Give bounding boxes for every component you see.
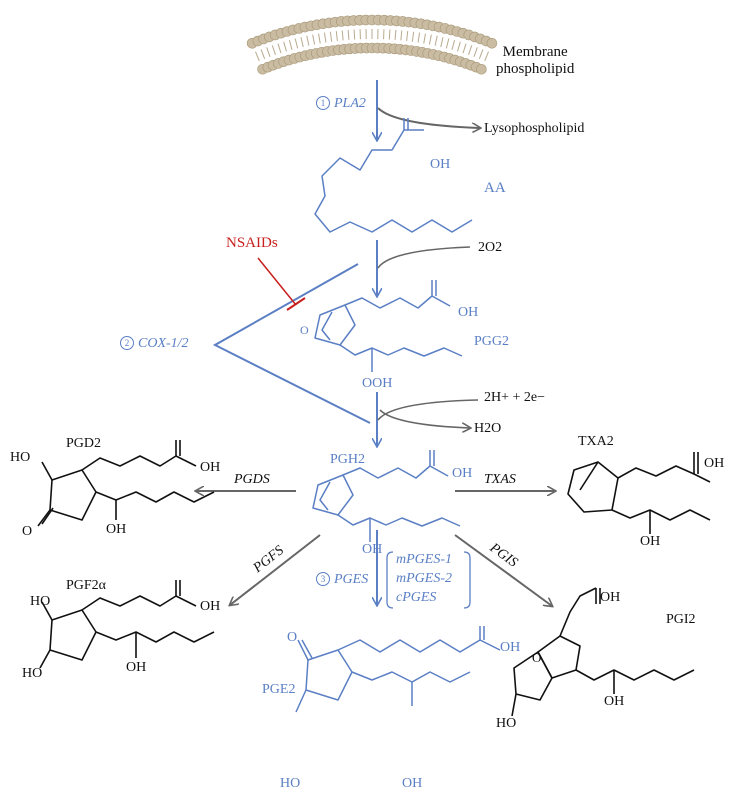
lysophospholipid-label: Lysophospholipid [484,121,584,137]
ho-pge2: HO [280,776,300,792]
txa2-structure [568,452,710,534]
isoform-mpges2: mPGES-2 [396,569,452,588]
pla2-label: PLA2 [334,96,366,111]
oh-pgi2: OH [600,590,620,606]
step-number-2: 2 [120,336,134,350]
oh-pgi2-15: OH [604,694,624,710]
oh-pgf2a: OH [200,599,220,615]
water-label: H2O [474,421,501,437]
pgds-label: PGDS [234,472,270,488]
pge2-label: PGE2 [262,682,295,698]
pgi2-label: PGI2 [666,612,696,628]
step-number-1: 1 [316,96,330,110]
oh-pgd2: OH [200,460,220,476]
electrons-label: 2H+ + 2e− [484,390,545,406]
pgd2-label: PGD2 [66,436,101,452]
ooh-pgg2: OOH [362,376,392,392]
oh-pgh2-15: OH [362,542,382,558]
aa-label: AA [484,180,506,196]
oh-txa2-15: OH [640,534,660,550]
membrane-label: Membrane phospholipid [496,44,574,78]
ho-pgd2: HO [10,450,30,466]
o2-label: 2O2 [478,240,502,256]
oh-pge2-15: OH [402,776,422,792]
pge2-structure [296,626,500,712]
nsaid-inhibit-line [258,258,296,305]
oh-pgd2-15: OH [106,522,126,538]
oh-pgg2: OH [458,305,478,321]
isoform-mpges1: mPGES-1 [396,550,452,569]
oh-txa2: OH [704,456,724,472]
isoform-bracket-right [464,552,470,608]
step-pges: 3 PGES [316,572,368,588]
pgg2-structure [315,280,462,372]
isoform-bracket-left [387,552,393,608]
txa2-label: TXA2 [578,434,614,450]
pges-isoforms: mPGES-1 mPGES-2 cPGES [396,550,452,607]
pgf2a-label: PGF2α [66,578,106,594]
peroxide-o: O [300,322,309,338]
lyso-arrow [378,108,480,128]
pgd2-structure [38,440,214,526]
pgh2-label: PGH2 [330,452,365,468]
step-number-3: 3 [316,572,330,586]
cox-bracket [215,264,370,423]
oh-aa: OH [430,157,450,173]
aa-structure [315,118,472,232]
isoform-cpges: cPGES [396,588,452,607]
o2-arrow [378,247,470,268]
ho-pgf2a-9: HO [22,666,42,682]
ho-pgi2: HO [496,716,516,732]
step-pla2: 1 PLA2 [316,96,366,112]
oh-pgf2a-15: OH [126,660,146,676]
oh-pge2: OH [500,640,520,656]
txas-label: TXAS [484,472,516,488]
membrane-bilayer [247,15,497,74]
pges-label: PGES [334,572,368,587]
nsaids-label: NSAIDs [226,235,278,251]
cox-label: COX-1/2 [138,336,189,351]
ho-pgf2a: HO [30,594,50,610]
oh-pgh2: OH [452,466,472,482]
pgg2-label: PGG2 [474,334,509,350]
o-pgi2: O [532,650,541,666]
water-arrow [380,410,470,428]
o-pgd2: O [22,524,32,540]
step-cox: 2 COX-1/2 [120,336,189,352]
o-pge2: O [287,630,297,646]
